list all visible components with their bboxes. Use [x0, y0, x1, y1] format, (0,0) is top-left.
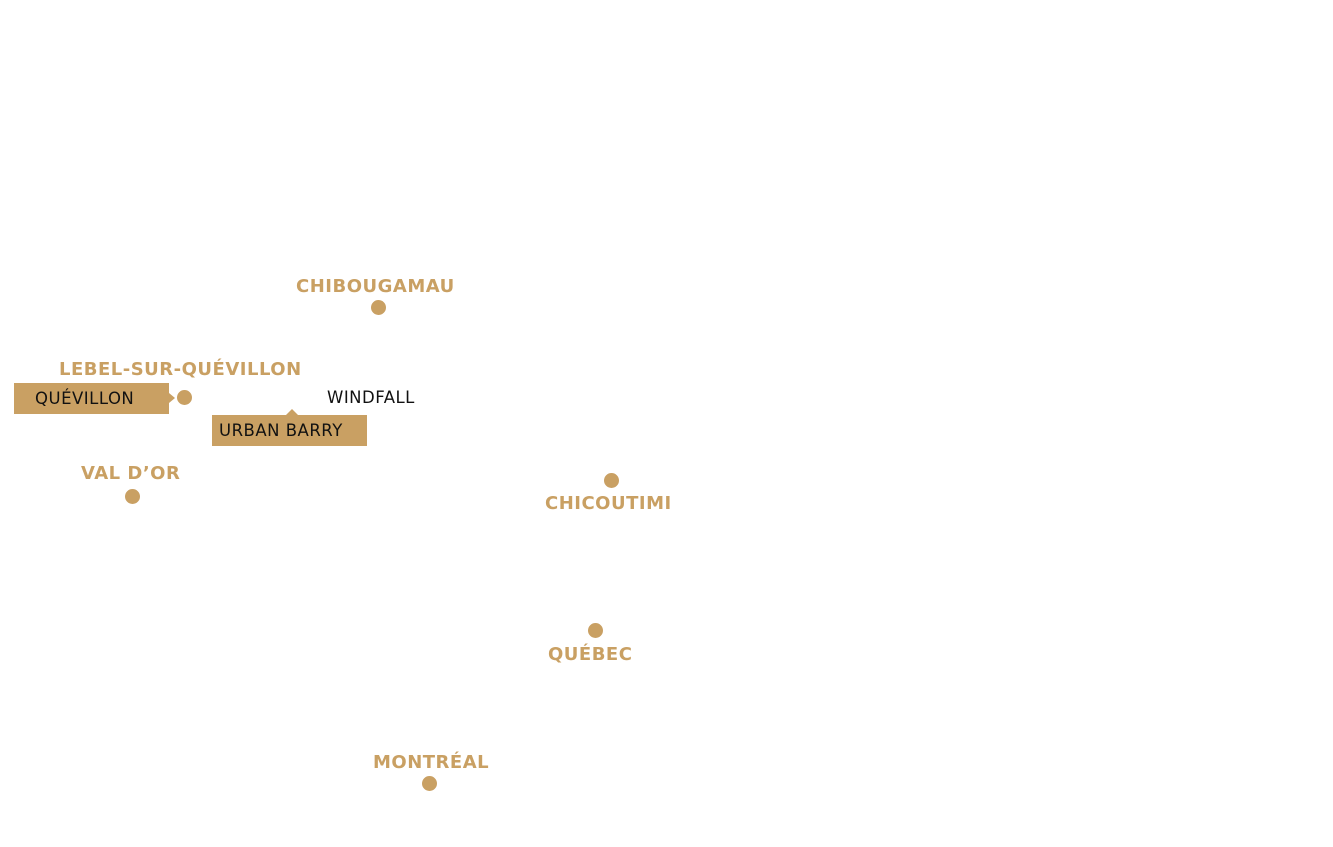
city-marker-chibougamau[interactable] [371, 300, 386, 315]
city-marker-lebel-sur-quevillon[interactable] [177, 390, 192, 405]
city-label-chibougamau: CHIBOUGAMAU [296, 276, 455, 297]
city-marker-chicoutimi[interactable] [604, 473, 619, 488]
city-label-val-dor: VAL D’OR [81, 463, 181, 484]
project-tag-urban-barry[interactable]: URBAN BARRY [212, 415, 367, 446]
project-tag-urban-barry-pointer [286, 409, 298, 415]
city-marker-val-dor[interactable] [125, 489, 140, 504]
project-tag-quevillon[interactable]: QUÉVILLON [14, 383, 169, 414]
project-label-windfall[interactable]: WINDFALL [327, 388, 415, 407]
city-marker-montreal[interactable] [422, 776, 437, 791]
project-tag-quevillon-pointer [169, 393, 175, 403]
city-marker-quebec[interactable] [588, 623, 603, 638]
city-label-montreal: MONTRÉAL [373, 752, 490, 773]
city-label-lebel-sur-quevillon: LEBEL-SUR-QUÉVILLON [59, 359, 302, 380]
city-label-quebec: QUÉBEC [548, 644, 633, 665]
city-label-chicoutimi: CHICOUTIMI [545, 493, 672, 514]
